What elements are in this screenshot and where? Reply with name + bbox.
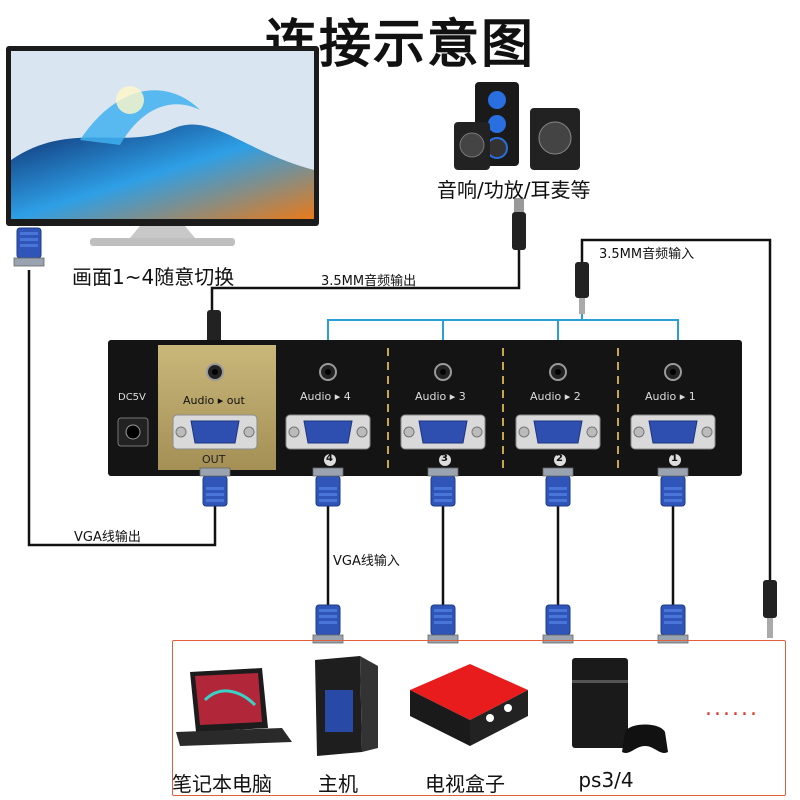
port1-audio-label: Audio ▸ 1 [645, 390, 696, 403]
port2-number: 2 [556, 453, 563, 464]
vga-in-label: VGA线输入 [333, 554, 400, 569]
port3-number: 3 [441, 453, 448, 464]
audio-plug-source [763, 580, 777, 638]
audio-plug-in [575, 262, 589, 314]
device-label-console: ps3/4 [578, 768, 634, 792]
more-devices: ...... [705, 696, 759, 721]
game-console-icon [572, 658, 668, 753]
port4-number: 4 [326, 453, 333, 464]
vga-out-label: VGA线输出 [74, 530, 141, 545]
speakers-label: 音响/功放/耳麦等 [437, 178, 591, 202]
source-devices-box [172, 640, 786, 796]
device-label-tvbox: 电视盒子 [425, 772, 505, 796]
device-label-pc: 主机 [318, 772, 358, 796]
port4-audio-label: Audio ▸ 4 [300, 390, 351, 403]
audio-plug-speaker [512, 198, 526, 250]
laptop-icon [176, 668, 292, 746]
monitor-vga-plug [13, 227, 45, 267]
vga-plug-device-3 [542, 604, 574, 644]
vga-plug-device-2 [427, 604, 459, 644]
out-label: OUT [202, 453, 226, 466]
port3-audio-label: Audio ▸ 3 [415, 390, 466, 403]
vga-plug-port4 [312, 467, 344, 507]
dc-label: DC5V [118, 392, 146, 403]
out-audio-label: Audio ▸ out [183, 394, 245, 407]
audio-in-label: 3.5MM音频输入 [599, 247, 695, 262]
speakers [454, 82, 580, 170]
tv-box-icon [410, 664, 528, 746]
audio-out-label: 3.5MM音频输出 [321, 274, 417, 289]
vga-plug-device-4 [657, 604, 689, 644]
vga-plug-port3 [427, 467, 459, 507]
cables [27, 238, 772, 605]
monitor [6, 46, 319, 246]
pc-tower-icon [315, 656, 378, 756]
vga-plug-device-1 [312, 604, 344, 644]
device-label-laptop: 笔记本电脑 [172, 772, 272, 796]
kvm-switch [108, 340, 742, 476]
vga-plug-out [199, 467, 231, 507]
port1-number: 1 [671, 453, 678, 464]
vga-plug-port2 [542, 467, 574, 507]
port2-audio-label: Audio ▸ 2 [530, 390, 581, 403]
vga-plug-port1 [657, 467, 689, 507]
monitor-label: 画面1~4随意切换 [72, 265, 235, 289]
